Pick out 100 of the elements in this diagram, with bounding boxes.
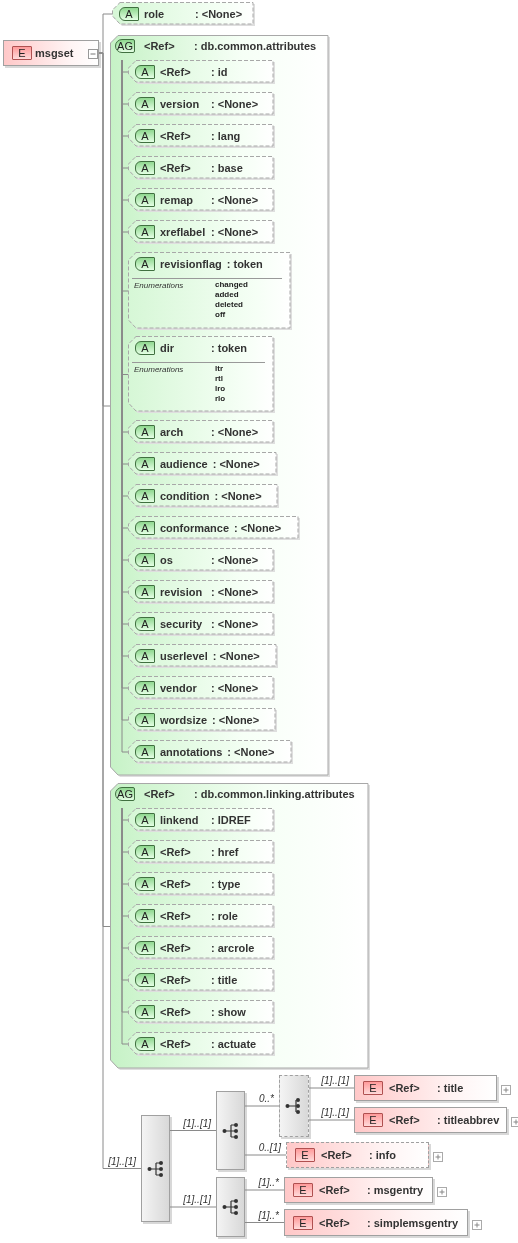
item-type: : <None> (211, 682, 259, 694)
attribute-badge: A (135, 713, 155, 727)
compositor-box (141, 1115, 170, 1222)
attribute-box (128, 872, 275, 896)
item-name: conformance (160, 522, 230, 534)
item-type: : <None> (211, 618, 259, 630)
item-type: : token (211, 342, 248, 354)
item-type: : titleabbrev (437, 1114, 500, 1126)
attribute-badge: A (135, 649, 155, 663)
attribute-box (128, 60, 275, 84)
element-badge: E (293, 1215, 313, 1230)
item-type: : <None> (211, 98, 259, 110)
attribute-badge: A (135, 681, 155, 695)
group-badge: AG (115, 39, 135, 53)
item-type: : show (211, 1006, 246, 1018)
attribute-box (128, 124, 275, 148)
item-name: <Ref> (144, 40, 176, 52)
enumeration-value: ltr (215, 364, 223, 374)
attribute-box (128, 808, 275, 832)
item-type: : <None> (211, 194, 259, 206)
item-type: : role (211, 910, 238, 922)
attribute-badge: A (135, 425, 155, 439)
attribute-group-box (110, 783, 370, 1070)
item-name: revision (160, 586, 204, 598)
attribute-box (128, 644, 278, 668)
item-name: revisionflag (160, 258, 222, 270)
attribute-box (128, 188, 275, 212)
attribute-badge: A (135, 1005, 155, 1019)
item-name: <Ref> (160, 974, 192, 986)
attribute-badge: A (135, 909, 155, 923)
attribute-box (128, 252, 292, 330)
item-type: : info (369, 1149, 396, 1161)
attribute-box (128, 484, 279, 508)
item-name: wordsize (160, 714, 208, 726)
attribute-badge: A (135, 225, 155, 239)
item-type: : <None> (195, 8, 243, 20)
compositor-box (216, 1177, 245, 1237)
item-type: : <None> (234, 522, 282, 534)
attribute-badge: A (135, 813, 155, 827)
attribute-box (128, 548, 275, 572)
enumerations-label: Enumerations (134, 281, 184, 290)
attribute-badge: A (135, 97, 155, 111)
enumeration-value: deleted (215, 300, 243, 310)
element-box (354, 1075, 497, 1101)
item-name: <Ref> (321, 1149, 353, 1161)
item-name: userlevel (160, 650, 208, 662)
item-name: <Ref> (160, 846, 192, 858)
edge-label: [1]..[1] (182, 1117, 212, 1129)
item-name: <Ref> (319, 1184, 351, 1196)
item-type: : db.common.linking.attributes (194, 788, 355, 800)
attribute-badge: A (135, 585, 155, 599)
attribute-badge: A (135, 65, 155, 79)
connector-line (244, 1189, 285, 1191)
item-type: : <None> (212, 650, 260, 662)
item-type: : token (226, 258, 263, 270)
edge-label: [1]..[1] (320, 1075, 350, 1086)
item-name: audience (160, 458, 208, 470)
attribute-badge: A (135, 941, 155, 955)
item-name: <Ref> (160, 1038, 192, 1050)
connector-line (308, 1087, 355, 1089)
attribute-box (128, 336, 275, 413)
compositor-box (216, 1091, 245, 1170)
attribute-box (128, 840, 275, 864)
item-name: <Ref> (144, 788, 176, 800)
attribute-badge: A (135, 341, 155, 355)
attribute-box (128, 516, 300, 540)
edge-label: 0..[1] (257, 1142, 282, 1153)
item-name: arch (160, 426, 185, 438)
item-name: <Ref> (389, 1082, 421, 1094)
item-type: : arcrole (211, 942, 255, 954)
element-badge: E (363, 1113, 383, 1127)
item-type: : <None> (211, 586, 259, 598)
attribute-badge: A (135, 745, 155, 759)
item-name: <Ref> (160, 130, 192, 142)
item-name: <Ref> (319, 1216, 351, 1229)
item-name: xreflabel (160, 226, 206, 238)
item-type: : actuate (211, 1038, 257, 1050)
attribute-badge: A (135, 457, 155, 471)
attribute-box (128, 580, 275, 604)
element-box (284, 1209, 468, 1236)
item-name: msgset (35, 47, 74, 59)
enumeration-value: lro (215, 384, 226, 394)
attribute-box (128, 220, 275, 244)
attribute-badge: A (135, 521, 155, 535)
element-box (3, 40, 99, 66)
element-box (354, 1107, 507, 1133)
item-name: <Ref> (389, 1114, 421, 1126)
attribute-box (128, 740, 293, 764)
item-type: : <None> (214, 490, 262, 502)
attribute-box (128, 936, 275, 960)
attribute-box (128, 708, 277, 732)
item-name: <Ref> (160, 66, 192, 78)
attribute-box (128, 1032, 275, 1056)
item-type: : <None> (227, 746, 275, 758)
item-type: : simplemsgentry (367, 1216, 459, 1229)
group-badge: AG (115, 787, 135, 801)
item-type: : db.common.attributes (194, 40, 317, 52)
attribute-badge: A (135, 845, 155, 859)
element-badge: E (363, 1081, 383, 1095)
enumeration-value: off (215, 310, 226, 320)
